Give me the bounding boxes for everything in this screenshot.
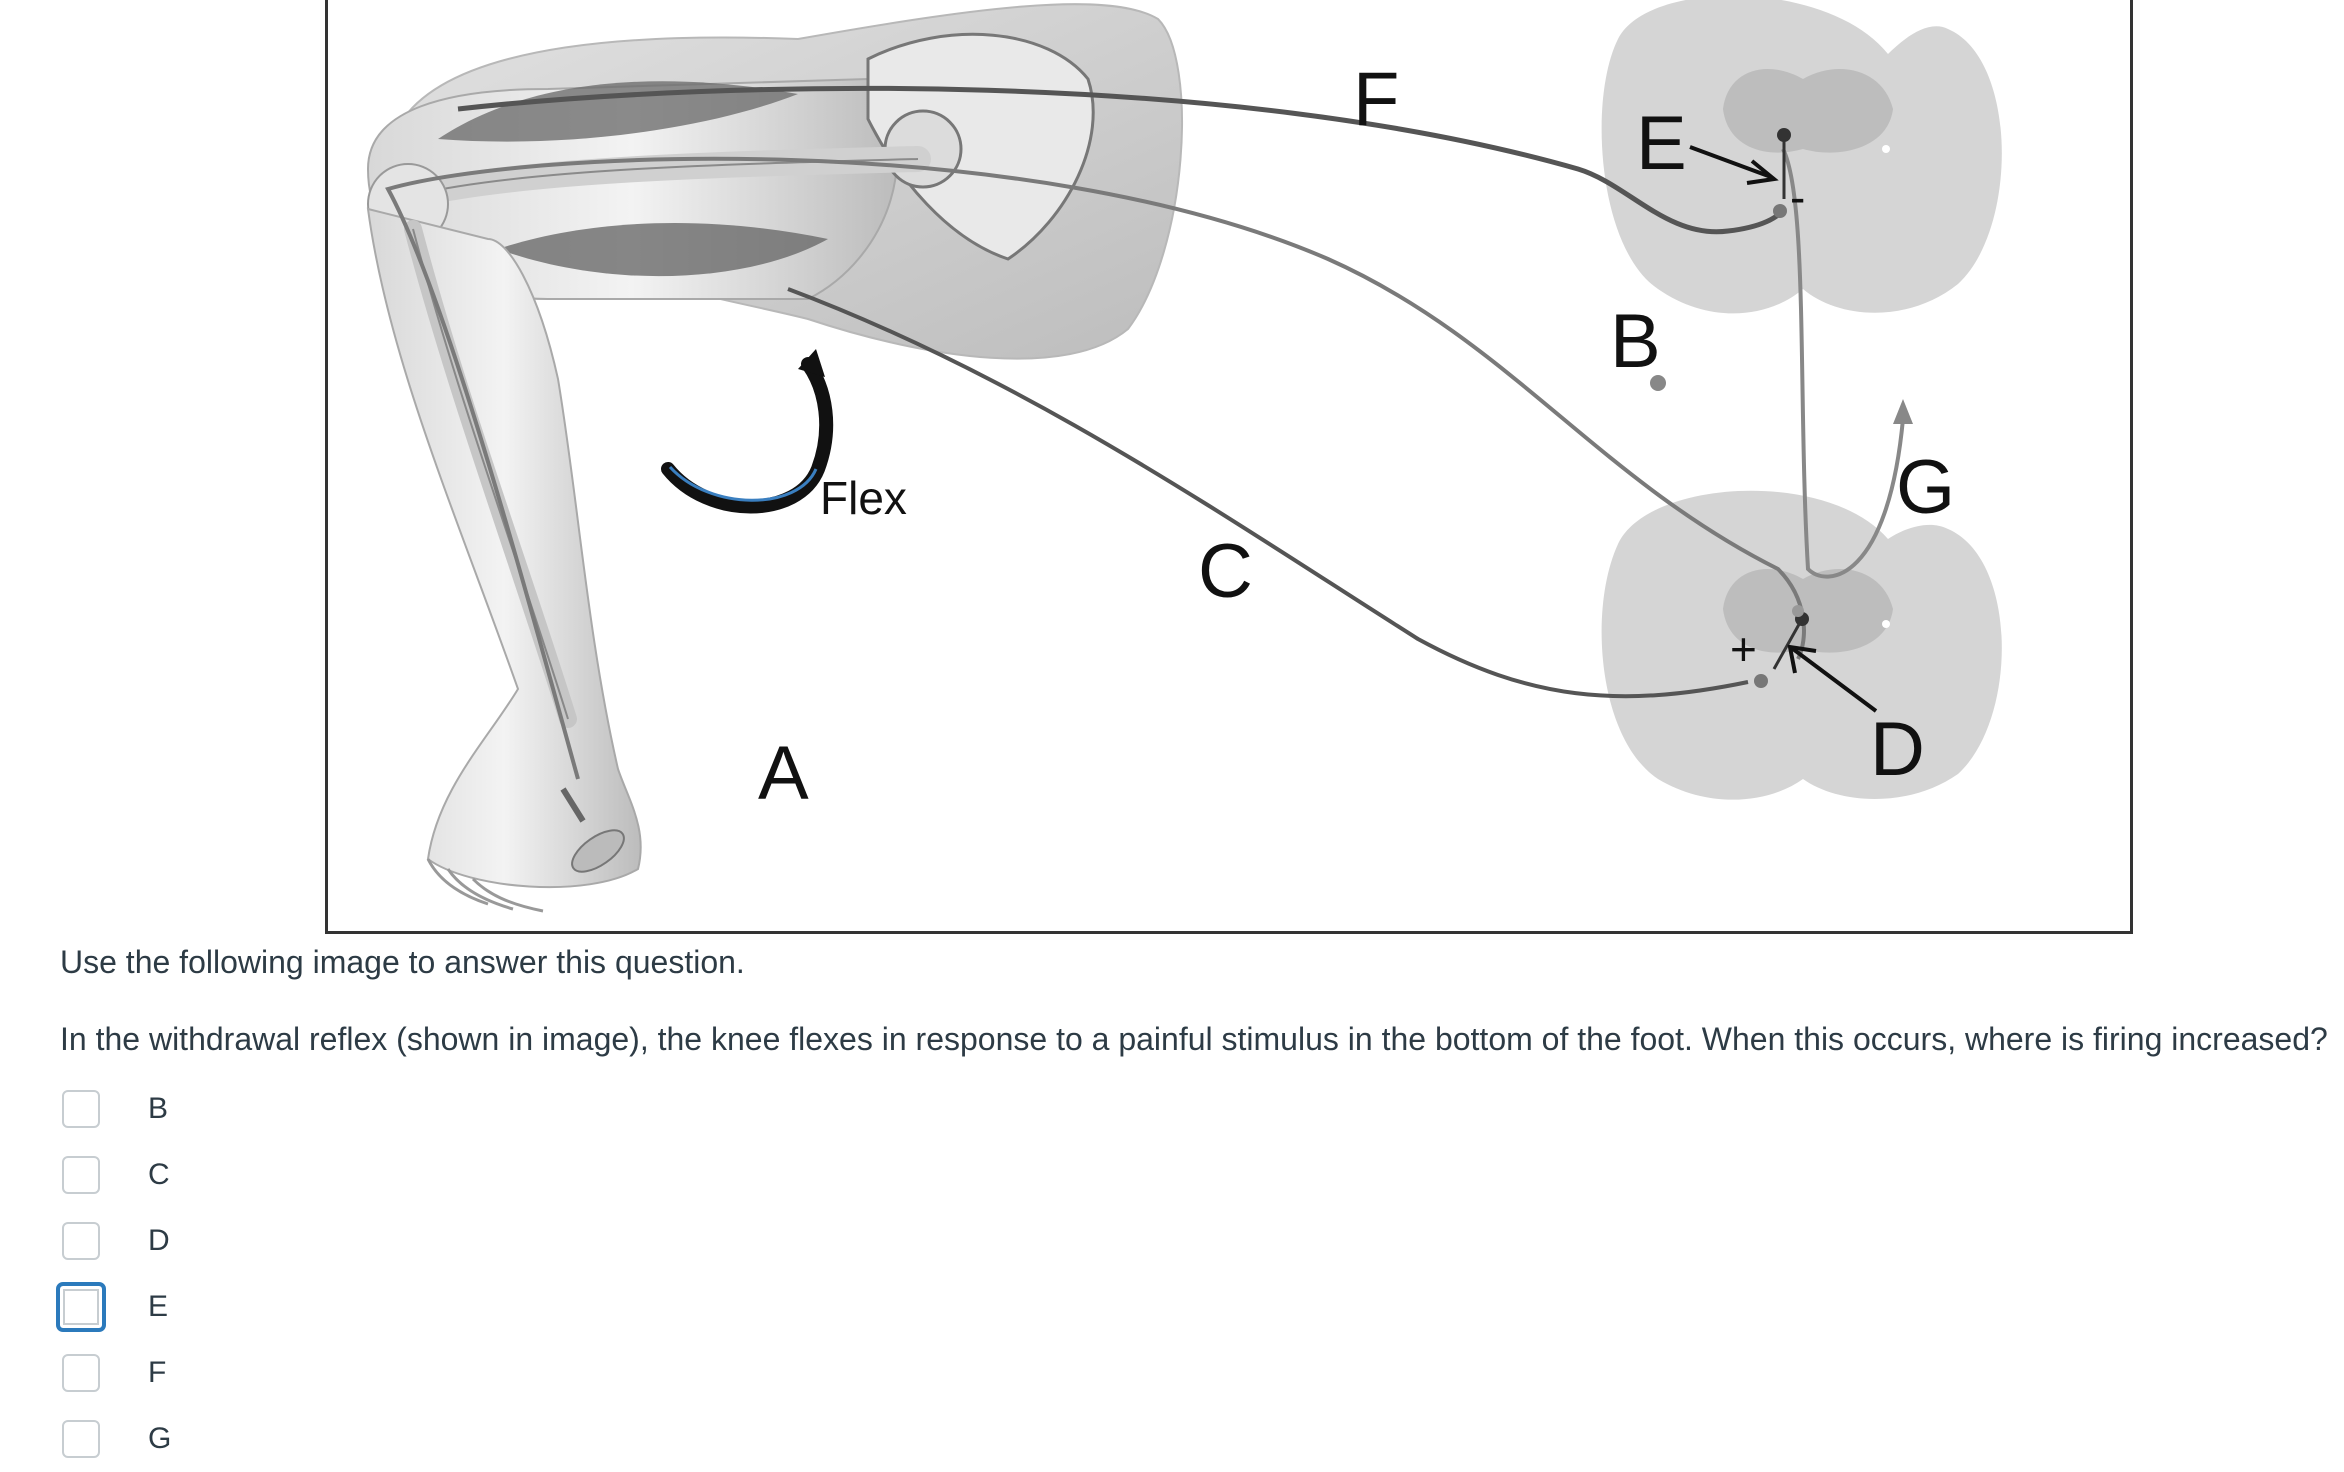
hamstring-muscle (438, 81, 798, 142)
synapse-upper (1773, 128, 1791, 218)
label-g: G (1896, 445, 1955, 530)
reflex-diagram-svg: A B C D E F G Flex + - (366, 0, 2002, 913)
label-e: E (1636, 101, 1687, 186)
answer-option-g[interactable]: G (60, 1406, 171, 1472)
answer-option-label: E (148, 1290, 169, 1323)
spinal-cord-upper (1601, 0, 2002, 314)
question-text: In the withdrawal reflex (shown in image… (60, 1021, 2328, 1057)
arrow-e (1689, 145, 1772, 179)
answer-option-e[interactable]: E (56, 1274, 168, 1340)
checkbox[interactable] (62, 1420, 100, 1458)
toes (426, 858, 544, 913)
answer-option-label: F (148, 1356, 167, 1389)
label-c: C (1198, 529, 1253, 614)
nerve-g (1781, 148, 1905, 579)
answer-option-f[interactable]: F (60, 1340, 166, 1406)
nerve-f (457, 85, 1786, 235)
checkbox[interactable] (62, 1156, 100, 1194)
answer-option-label: G (148, 1422, 172, 1455)
checkbox[interactable] (62, 1090, 100, 1128)
arrow-d (1791, 647, 1878, 713)
synapse-lower (1754, 605, 1809, 688)
quadriceps-muscle (498, 222, 828, 277)
answer-option-label: D (148, 1224, 170, 1257)
nerve-c (787, 287, 1749, 699)
answer-option-b[interactable]: B (60, 1076, 168, 1142)
checkbox-focused[interactable] (56, 1282, 106, 1332)
answer-option-c[interactable]: C (60, 1142, 170, 1208)
label-plus: + (1730, 623, 1757, 675)
nerve-g-arrow (1893, 399, 1913, 424)
answer-option-label: B (148, 1092, 169, 1125)
reflex-diagram: A B C D E F G Flex + - (325, 0, 2133, 934)
answer-options: B C D E F G (56, 1076, 171, 1472)
checkbox[interactable] (62, 1222, 100, 1260)
label-f: F (1353, 57, 1399, 142)
label-flex: Flex (820, 472, 907, 524)
label-b: B (1610, 299, 1661, 384)
flex-arrow-icon (661, 357, 834, 514)
nerve-b-ganglion (1650, 375, 1666, 391)
question-intro: Use the following image to answer this q… (60, 944, 745, 980)
label-a: A (758, 731, 809, 816)
answer-option-label: C (148, 1158, 170, 1191)
pain-stimulus-pin (560, 787, 625, 873)
label-d: D (1870, 707, 1925, 792)
nerve-b (385, 156, 1806, 780)
checkbox[interactable] (62, 1354, 100, 1392)
label-minus: - (1790, 171, 1805, 223)
answer-option-d[interactable]: D (60, 1208, 170, 1274)
